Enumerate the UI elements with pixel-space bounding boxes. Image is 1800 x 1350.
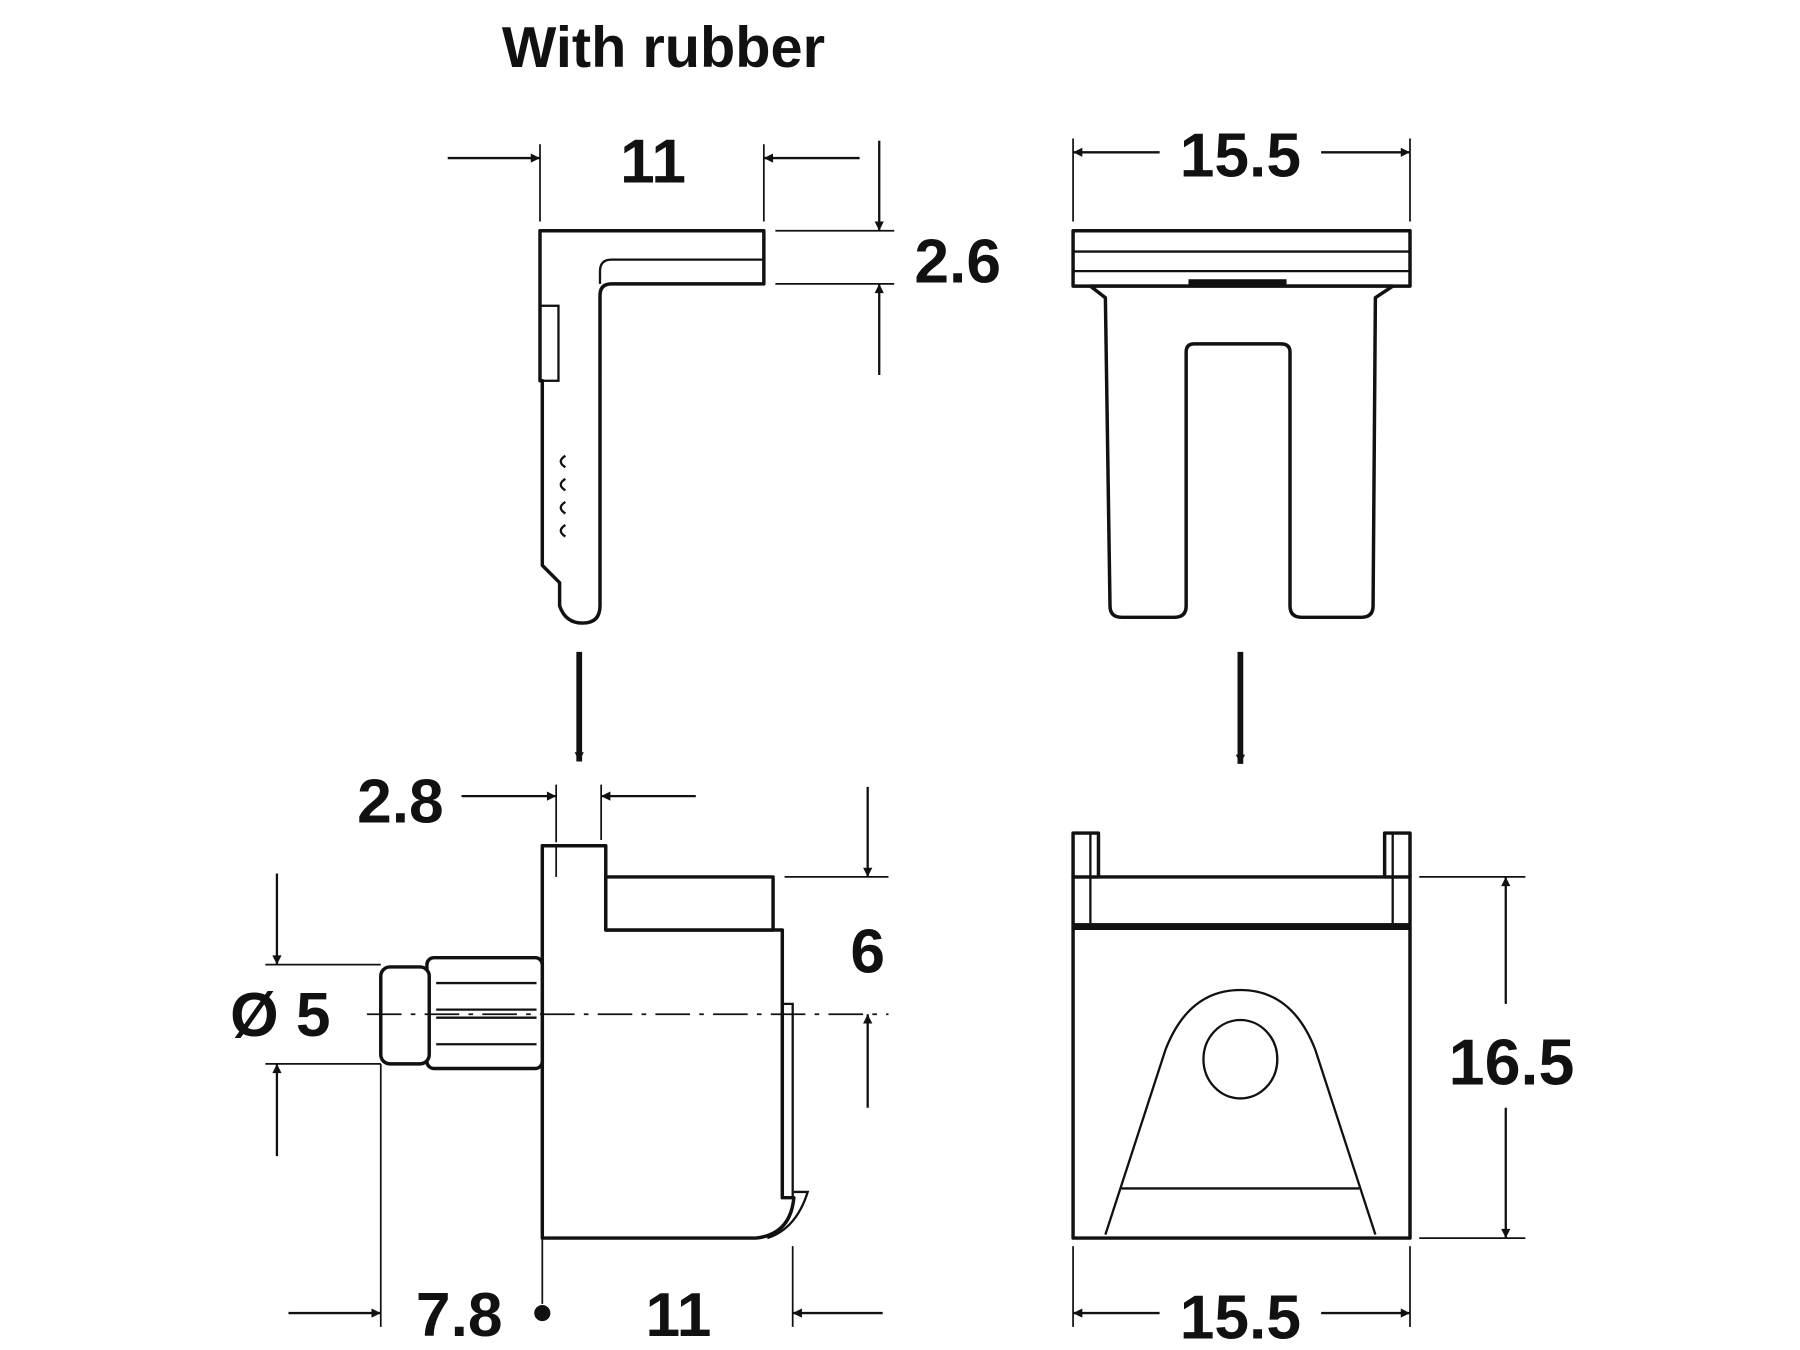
dimension-7-8-11: 7.8 11 bbox=[288, 1063, 883, 1350]
dimension-2-8: 2.8 bbox=[357, 768, 696, 843]
dimension-11-top: 11 bbox=[447, 127, 860, 222]
front-view-fork bbox=[1071, 229, 1412, 620]
side-view-bracket bbox=[538, 229, 766, 625]
dim-top-right-width: 15.5 bbox=[1180, 122, 1301, 191]
dimension-6: 6 bbox=[784, 786, 889, 1108]
dim-bottom-left-offset: 2.8 bbox=[357, 768, 444, 837]
dimension-diameter-5: Ø 5 bbox=[230, 873, 381, 1157]
side-view-assembled bbox=[366, 844, 889, 1240]
front-view-assembled bbox=[1071, 831, 1412, 1240]
dim-bottom-left-width: 11 bbox=[646, 1281, 712, 1350]
dim-bottom-left-diameter: Ø 5 bbox=[230, 981, 330, 1050]
dim-bottom-left-height: 6 bbox=[850, 918, 885, 987]
dimension-15-5-bottom: 15.5 bbox=[1072, 1246, 1411, 1350]
dim-bottom-right-width: 15.5 bbox=[1180, 1283, 1301, 1350]
dimension-2-6: 2.6 bbox=[775, 140, 1001, 375]
dim-top-left-width: 11 bbox=[620, 127, 686, 196]
dimension-15-5-top: 15.5 bbox=[1072, 122, 1411, 222]
title: With rubber bbox=[502, 16, 825, 80]
dim-top-left-thickness: 2.6 bbox=[914, 228, 1001, 297]
dim-bottom-right-height: 16.5 bbox=[1449, 1027, 1575, 1099]
dim-bottom-left-pin: 7.8 bbox=[416, 1281, 503, 1350]
dimension-16-5: 16.5 bbox=[1419, 876, 1575, 1239]
